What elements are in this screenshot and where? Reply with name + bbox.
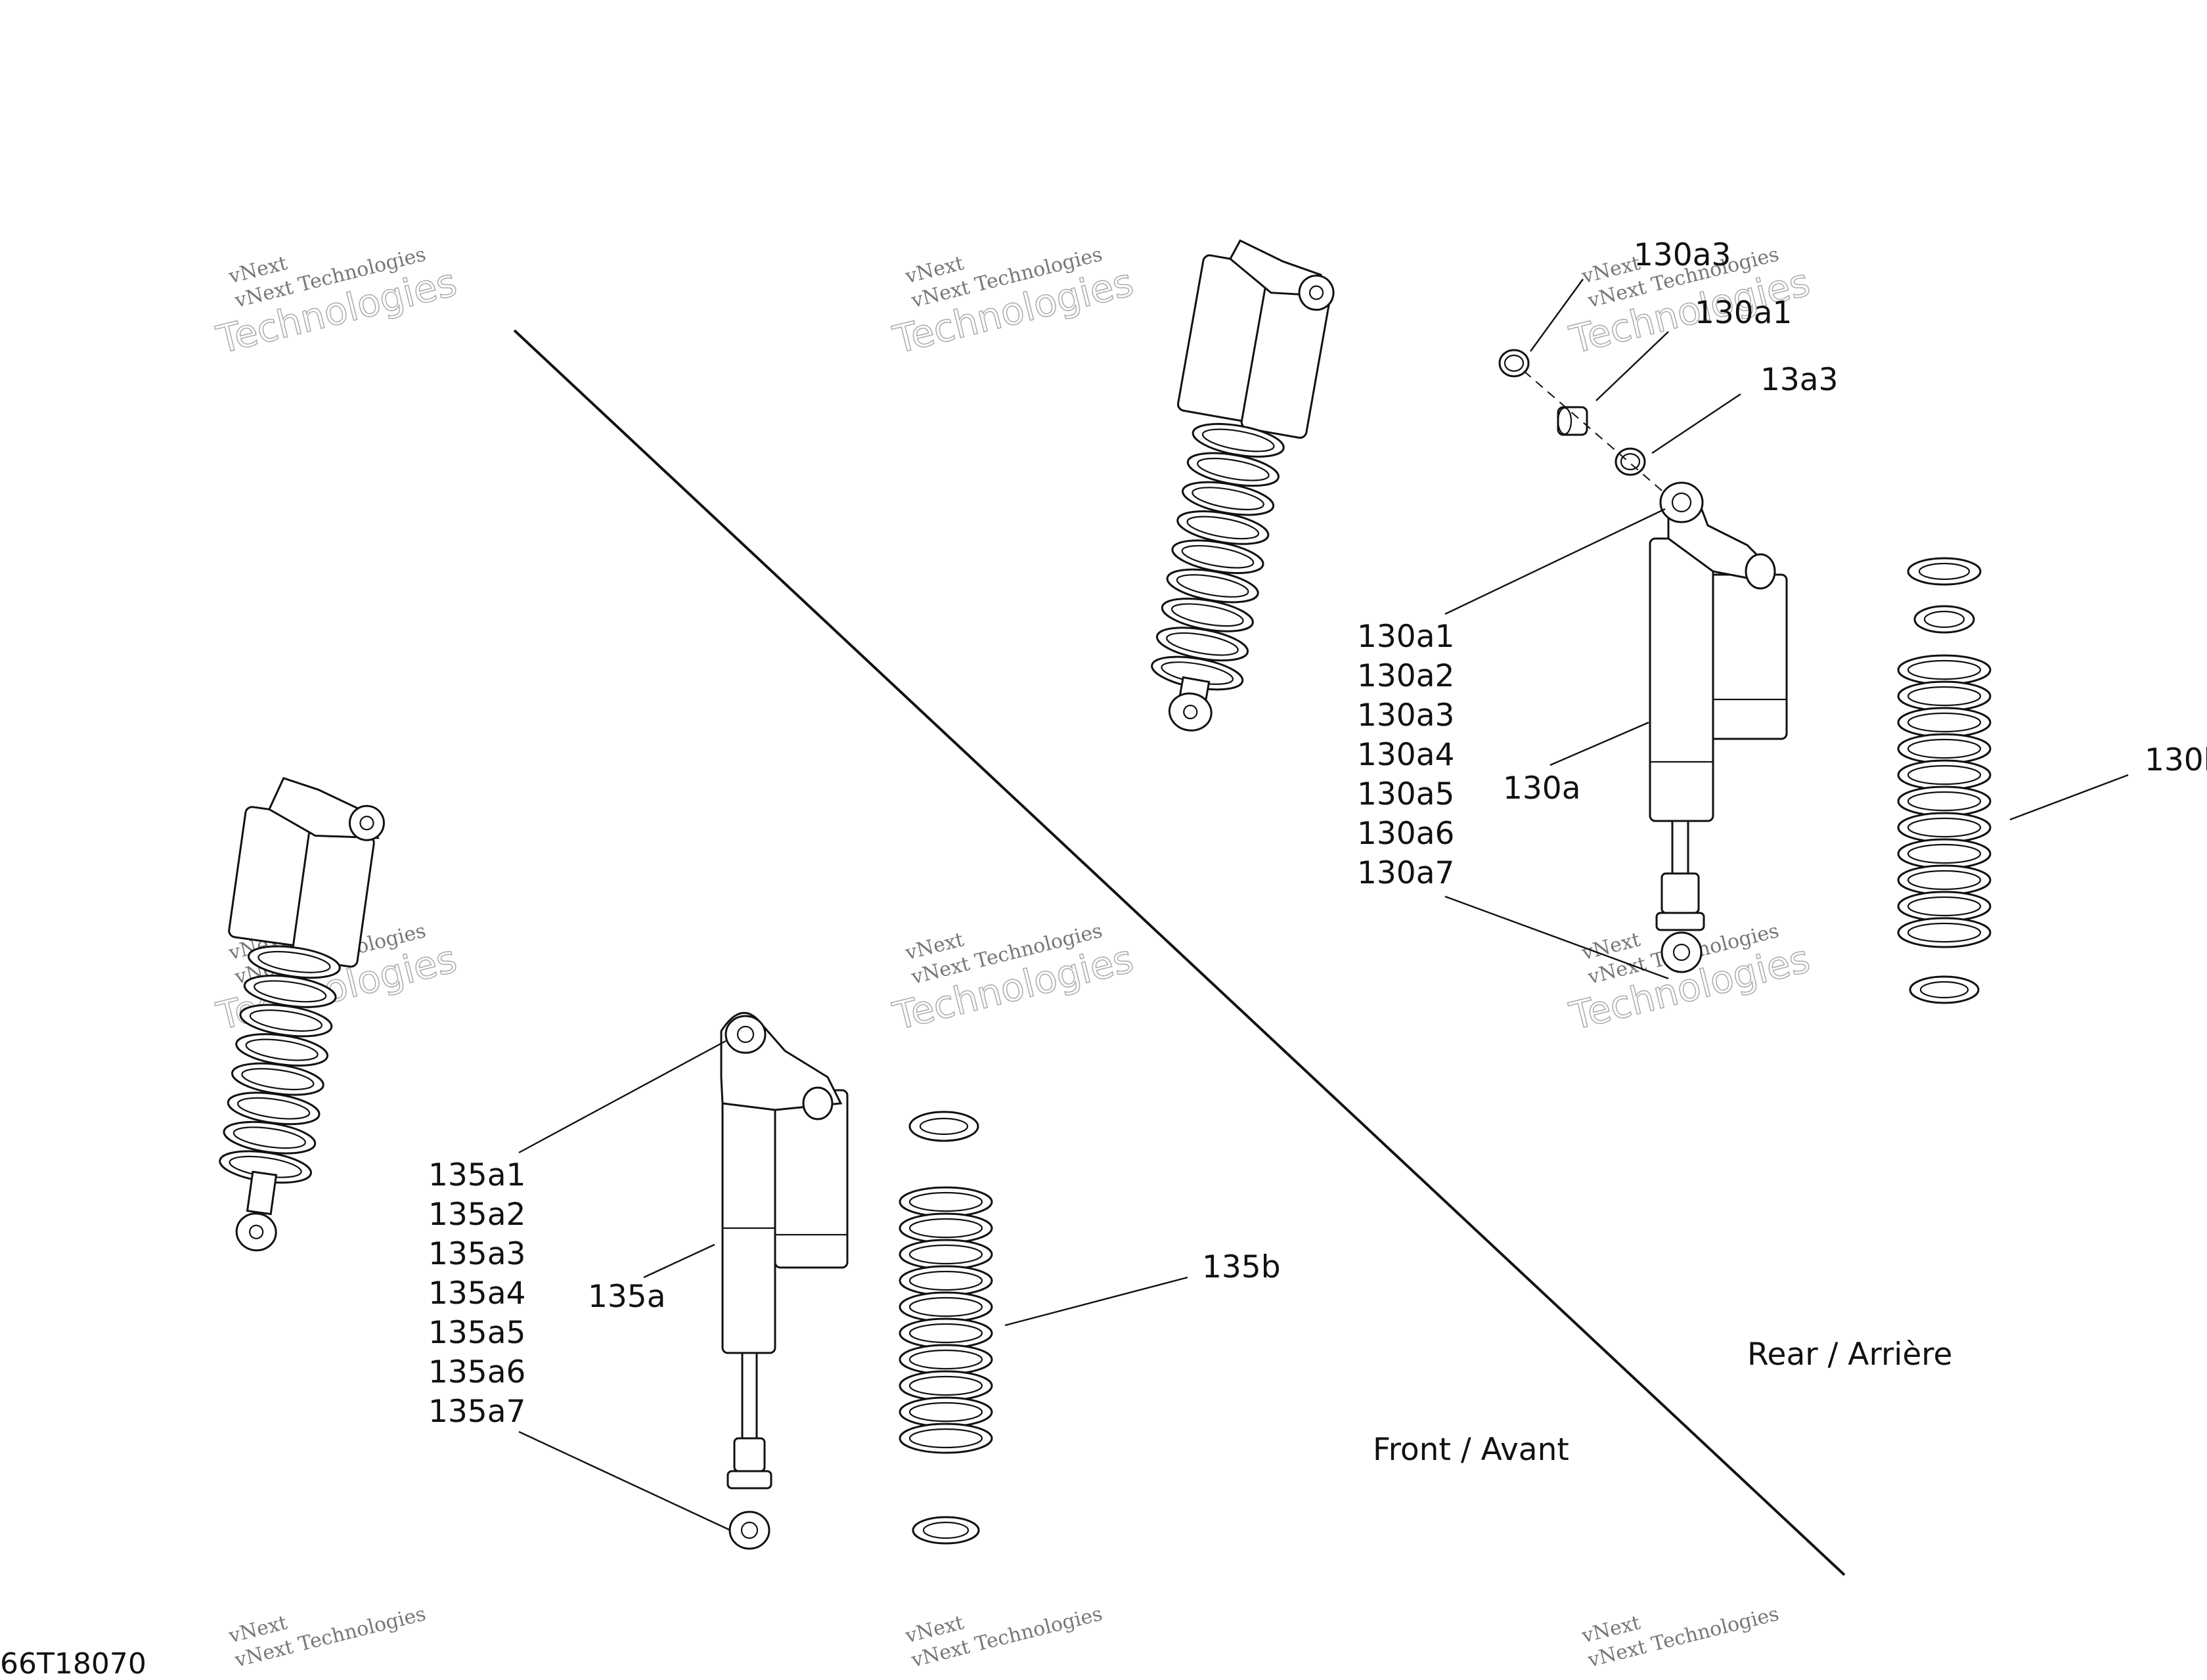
callout-135b: 135b — [1202, 1249, 1281, 1285]
rear-shock-body-130a — [1649, 481, 1788, 973]
front-spring-135b — [899, 1111, 993, 1545]
section-divider — [513, 329, 1846, 1576]
callout-135a7: 135a7 — [428, 1394, 525, 1430]
rear-spring-130b — [1897, 557, 1992, 1004]
callout-130b: 130b — [2145, 742, 2207, 778]
callout-135a3: 135a3 — [428, 1236, 525, 1272]
callout-130a7: 130a7 — [1357, 855, 1454, 891]
callout-130a2: 130a2 — [1357, 658, 1454, 694]
callout-135a1: 135a1 — [428, 1157, 525, 1193]
callout-130a1-top: 130a1 — [1695, 295, 1792, 331]
rear-shock-assembled — [1148, 239, 1335, 732]
front-shock-body-135a — [720, 1011, 849, 1550]
region-label-front: Front / Avant — [1373, 1432, 1569, 1468]
callout-130a3-top: 130a3 — [1634, 237, 1731, 273]
callout-135a: 135a — [588, 1279, 666, 1315]
figure-id: 66T18070 — [0, 1647, 146, 1677]
callout-135a4: 135a4 — [428, 1275, 525, 1312]
callout-13a3: 13a3 — [1760, 362, 1839, 398]
rear-callouts: 130a3 130a1 13a3 130a1 130a2 130a3 130a4… — [1357, 237, 2207, 891]
callout-130a4: 130a4 — [1357, 737, 1454, 773]
leader-lines — [518, 278, 2129, 1532]
callout-130a1: 130a1 — [1357, 619, 1454, 655]
callout-130a5: 130a5 — [1357, 776, 1454, 812]
callout-135a5: 135a5 — [428, 1315, 525, 1351]
front-callouts: 135a1 135a2 135a3 135a4 135a5 135a6 135a… — [428, 1157, 1281, 1430]
callout-130a6: 130a6 — [1357, 816, 1454, 852]
callout-130a3: 130a3 — [1357, 697, 1454, 734]
front-shock-assembled — [217, 777, 385, 1252]
callout-135a6: 135a6 — [428, 1354, 525, 1390]
region-label-rear: Rear / Arrière — [1747, 1337, 1952, 1373]
callout-135a2: 135a2 — [428, 1197, 525, 1233]
callout-130a: 130a — [1503, 770, 1581, 807]
rear-top-bushing-set — [1498, 349, 1672, 500]
